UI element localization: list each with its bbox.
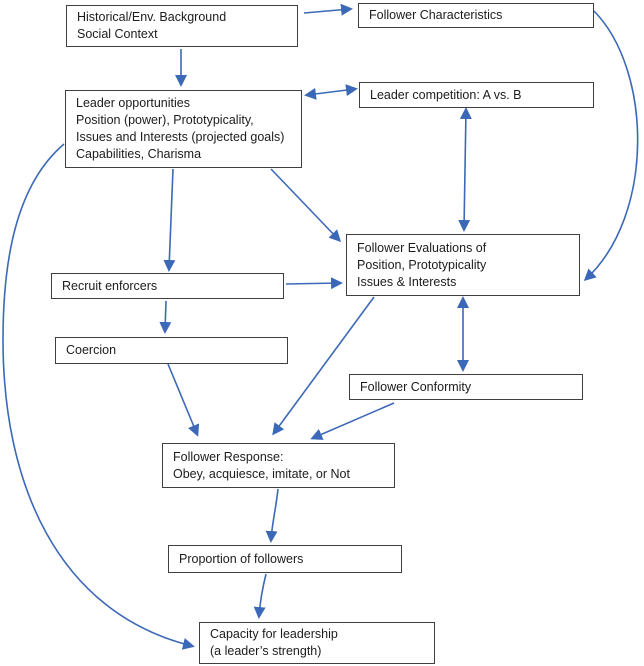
node-text-line: Obey, acquiesce, imitate, or Not — [173, 466, 350, 481]
node-text-line: Follower Evaluations of — [357, 240, 487, 255]
edge-leader-opportunities-leader-competition-double — [304, 84, 358, 100]
node-text-line: Issues & Interests — [357, 274, 457, 289]
node-text-line: Historical/Env. Background — [77, 10, 227, 24]
node-text-line: Recruit enforcers — [62, 278, 158, 293]
node-coercion: Coercion — [55, 337, 288, 364]
edge-leader-opportunities-to-capacity-curve — [2, 143, 195, 650]
node-text-line: Position (power), Prototypicality, — [76, 113, 254, 127]
edge-recruit-enforcers-to-coercion — [159, 300, 172, 334]
node-capacity-for-leadership: Capacity for leadership (a leader’s stre… — [199, 622, 435, 664]
node-historical-background: Historical/Env. Background Social Contex… — [66, 5, 298, 47]
node-text-line: Follower Conformity — [360, 379, 472, 394]
node-text-line: Capabilities, Charisma — [76, 147, 202, 161]
node-follower-evaluations: Follower Evaluations of Position, Protot… — [346, 234, 580, 296]
edge-coercion-to-follower-response — [167, 363, 200, 437]
node-text-line: Social Context — [77, 27, 158, 41]
node-follower-conformity: Follower Conformity — [349, 374, 583, 400]
node-proportion-of-followers: Proportion of followers — [168, 545, 402, 573]
node-leader-competition: Leader competition: A vs. B — [359, 82, 594, 108]
edge-follower-conformity-to-follower-response — [310, 402, 395, 440]
edge-historical-to-follower-characteristics — [303, 3, 353, 16]
node-text-line: Issues and Interests (projected goals) — [76, 130, 285, 144]
node-text-line: (a leader’s strength) — [210, 644, 322, 658]
node-text-line: Position, Prototypicality — [357, 257, 487, 272]
node-follower-characteristics: Follower Characteristics — [358, 3, 594, 28]
node-text-line: Capacity for leadership — [210, 627, 338, 641]
node-text-line: Follower Response: — [173, 449, 284, 464]
edge-leader-opportunities-to-follower-evaluations — [270, 168, 342, 243]
node-text-line: Leader opportunities — [76, 96, 190, 110]
edge-recruit-enforcers-to-follower-evaluations — [285, 277, 343, 290]
edge-follower-response-to-proportion — [265, 488, 279, 543]
node-text-line: Proportion of followers — [179, 551, 304, 566]
edge-leader-opportunities-to-recruit-enforcers — [163, 168, 176, 272]
node-follower-response: Follower Response: Obey, acquiesce, imit… — [162, 443, 395, 488]
node-text-line: Follower Characteristics — [369, 8, 503, 22]
node-text-line: Leader competition: A vs. B — [370, 87, 522, 102]
node-leader-opportunities: Leader opportunities Position (power), P… — [65, 90, 302, 168]
node-text-line: Coercion — [66, 343, 117, 357]
edge-leader-competition-follower-evaluations-double — [458, 107, 472, 232]
node-recruit-enforcers: Recruit enforcers — [51, 273, 284, 299]
edge-follower-characteristics-to-follower-evaluations-curve — [583, 10, 639, 282]
edge-proportion-to-capacity — [253, 573, 267, 619]
edge-follower-evaluations-to-follower-response — [272, 296, 375, 436]
